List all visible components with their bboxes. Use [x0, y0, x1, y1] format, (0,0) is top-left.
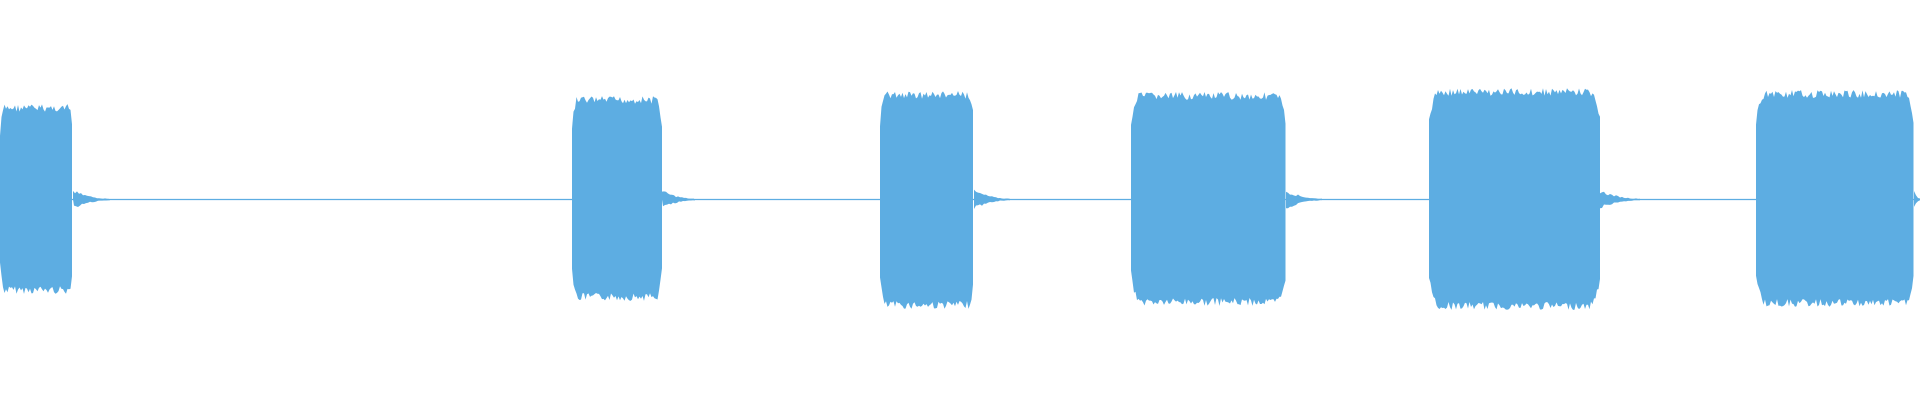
waveform-segment-4 — [1131, 92, 1286, 306]
waveform-segment-6 — [1756, 90, 1914, 307]
waveform-segments — [0, 88, 1914, 310]
waveform-tails — [73, 189, 1920, 209]
waveform-tail-2 — [662, 191, 695, 207]
waveform-tail-4 — [1286, 191, 1322, 209]
waveform-segment-2 — [572, 96, 662, 301]
waveform-tail-6 — [1914, 191, 1920, 207]
waveform-segment-1 — [0, 104, 72, 294]
waveform-segment-5 — [1429, 88, 1600, 310]
waveform-tail-5 — [1600, 191, 1640, 209]
waveform-tail-3 — [974, 189, 1010, 209]
waveform-tail-1 — [73, 190, 110, 207]
waveform-segment-3 — [880, 91, 973, 309]
